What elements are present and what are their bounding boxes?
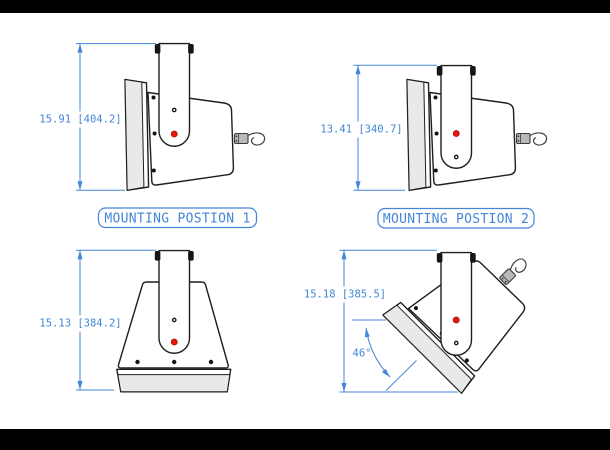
angle-leg-slanted — [385, 360, 417, 391]
letterbox-bottom — [0, 429, 610, 450]
dimension-text-tilted: 15.18 [385.5] — [304, 289, 386, 301]
screw — [172, 359, 177, 365]
pivot-indicator-red — [170, 130, 178, 138]
pivot-indicator-red — [452, 316, 460, 324]
pivot-indicator-red — [452, 130, 460, 137]
pivot-indicator-red — [170, 338, 178, 346]
angle-text: 46° — [353, 348, 372, 360]
arm-hole — [171, 107, 177, 113]
caption-box — [377, 207, 535, 229]
letterbox-top — [0, 0, 610, 13]
view-side-position-2: 13.41 [340.7] — [320, 64, 548, 192]
screw — [208, 359, 214, 365]
screw — [135, 359, 140, 365]
dimension-text-position-2: 13.41 [340.7] — [320, 124, 402, 136]
caption-position-1: MOUNTING POSTION 1 — [97, 207, 258, 229]
view-side-position-1: 15.91 [404.2] — [39, 42, 266, 192]
view-front: 15.13 [384.2] — [39, 249, 232, 393]
view-tilted: 15.18 [385.5] 46° — [304, 217, 562, 396]
caption-position-2: MOUNTING POSTION 2 — [377, 207, 535, 229]
dimension-text-position-1: 15.91 [404.2] — [39, 114, 121, 126]
caption-text-position-1: MOUNTING POSTION 1 — [104, 212, 250, 227]
arm-hole — [453, 154, 459, 160]
dimension-text-front: 15.13 [384.2] — [39, 318, 121, 330]
arm-hole — [171, 317, 177, 323]
arm-hole — [453, 340, 459, 346]
caption-text-position-2: MOUNTING POSTION 2 — [383, 212, 529, 227]
angle-arc — [364, 327, 391, 378]
caption-box — [97, 207, 258, 229]
emitter-band-face — [117, 374, 231, 393]
